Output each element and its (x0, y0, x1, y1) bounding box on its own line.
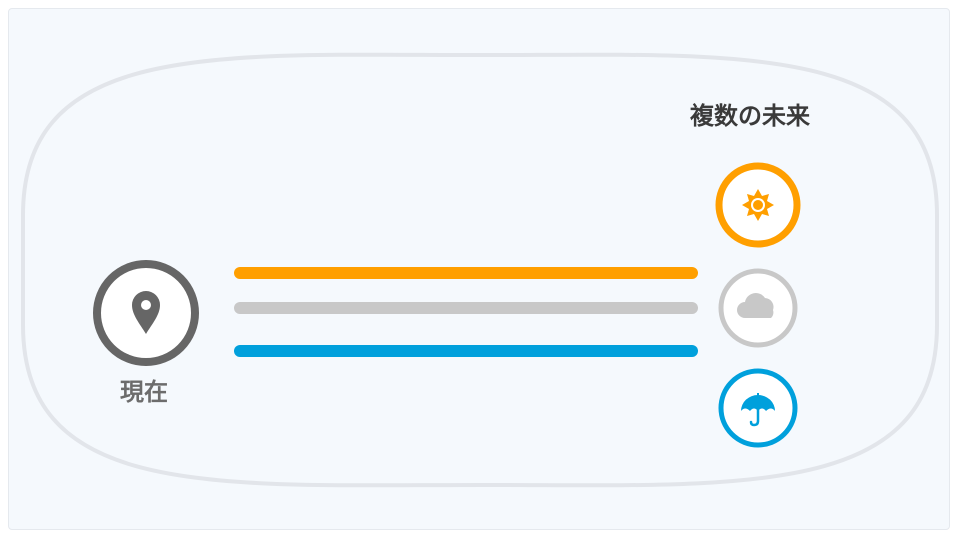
future-node-cloudy (718, 268, 798, 348)
location-pin-icon (132, 291, 160, 334)
future-node-sunny (715, 162, 801, 248)
cloud-icon (737, 293, 774, 318)
boundary-outline (21, 52, 939, 488)
futures-label: 複数の未来 (690, 102, 810, 130)
future-node-rainy (718, 368, 798, 448)
sun-icon (742, 189, 774, 221)
umbrella-icon (741, 393, 775, 427)
now-node (93, 260, 199, 366)
now-label: 現在 (120, 378, 168, 406)
